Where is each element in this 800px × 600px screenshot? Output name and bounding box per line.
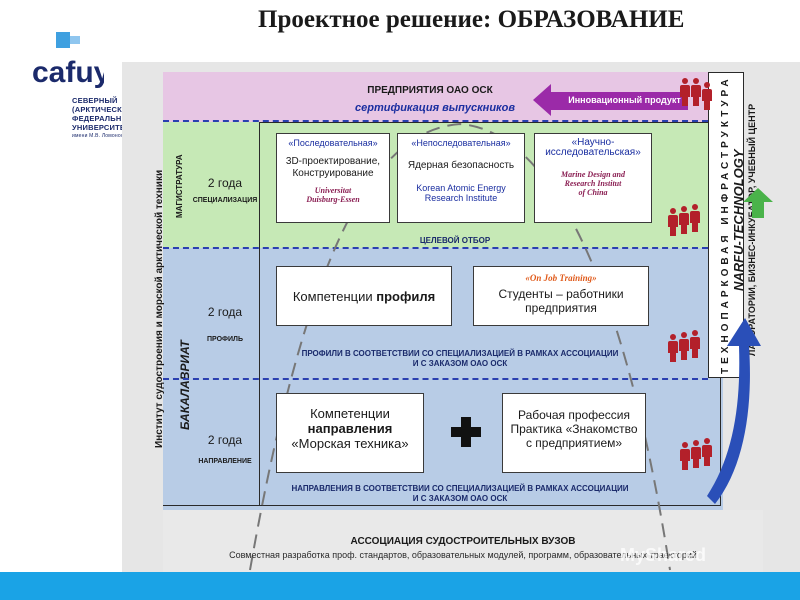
magistracy-type: СПЕЦИАЛИЗАЦИЯ: [192, 197, 258, 204]
direction-type: НАПРАВЛЕНИЕ: [198, 458, 252, 465]
box-text: Студенты – работники: [498, 287, 624, 301]
innovation-label: Инновационный продукт: [568, 95, 681, 105]
box-text: с предприятием»: [525, 436, 623, 450]
people-icon: [668, 330, 708, 362]
innovation-arrow: [533, 84, 688, 116]
research-program-box: «Научно- исследовательская» Marine Desig…: [534, 133, 652, 223]
training-tag: «On Job Training»: [525, 273, 597, 283]
partner-name: Korean Atomic Energy: [416, 183, 506, 193]
partner-name: Duisburg-Essen: [306, 195, 360, 204]
blue-curved-arrow: [707, 318, 761, 504]
partner-name: Universitat: [314, 186, 352, 195]
box-header: «Непоследовательная»: [411, 138, 511, 148]
page-title: Проектное решение: ОБРАЗОВАНИЕ: [258, 6, 685, 33]
box-text: «Морская техника»: [291, 436, 409, 451]
magistracy-years: 2 года: [207, 176, 243, 190]
frame-bottom-line: [163, 505, 721, 506]
profile-competence-box: Компетенции профиля: [276, 266, 452, 326]
university-name: СЕВЕРНЫЙ (АРКТИЧЕСКИЙ) ФЕДЕРАЛЬНЫЙ УНИВЕ…: [72, 96, 136, 141]
separator-line: [163, 247, 708, 249]
narfu-technology-label: NARFU-TECHNOLOGY: [731, 149, 746, 291]
box-text: Конструирование: [292, 168, 374, 179]
box-header: «Последовательная»: [288, 138, 378, 148]
profile-type: ПРОФИЛЬ: [206, 336, 243, 343]
institute-label: Институт судостроения и морской арктичес…: [154, 169, 165, 449]
people-icon: [668, 204, 708, 236]
box-text: Рабочая профессия: [518, 408, 630, 422]
watermark: MyShared: [620, 545, 707, 565]
box-header: исследовательская»: [545, 147, 641, 158]
nonsequential-program-box: «Непоследовательная» Ядерная безопасност…: [397, 133, 525, 223]
magistracy-label: МАГИСТРАТУРА: [175, 154, 184, 218]
box-text: Практика «Знакомство: [510, 422, 638, 436]
direction-note: И С ЗАКАЗОМ ОАО ОСК: [412, 494, 508, 503]
box-text: Компетенции: [310, 406, 390, 421]
separator-line: [163, 378, 708, 380]
box-header: «Научно-: [571, 137, 615, 148]
direction-note: НАПРАВЛЕНИЯ В СООТВЕТСТВИИ СО СПЕЦИАЛИЗА…: [291, 484, 629, 493]
plus-icon: [451, 417, 481, 447]
box-text: Компетенции: [292, 288, 377, 304]
partner-name: Research Institut: [564, 179, 622, 188]
university-line: УНИВЕРСИТЕТ: [72, 123, 130, 132]
university-line: (АРКТИЧЕСКИЙ): [72, 105, 136, 114]
logo-mark-text: cafuy: [32, 56, 104, 89]
certification-text: сертификация выпускников: [355, 102, 515, 114]
association-band: [163, 510, 763, 572]
university-subtitle: имени М.В. Ломоносова: [72, 133, 133, 139]
association-text: Совместная разработка проф. стандартов, …: [229, 550, 697, 560]
on-job-training-box: «On Job Training» Студенты – работники п…: [473, 266, 649, 326]
partner-name: of China: [578, 188, 608, 197]
target-selection-label: ЦЕЛЕВОЙ ОТБОР: [419, 236, 491, 245]
direction-years: 2 года: [207, 433, 243, 447]
box-text: предприятия: [525, 301, 597, 315]
box-text: 3D-проектирование,: [285, 156, 381, 167]
people-icon: [680, 78, 720, 110]
working-profession-box: Рабочая профессия Практика «Знакомство с…: [502, 393, 646, 473]
sequential-program-box: «Последовательная» 3D-проектирование, Ко…: [276, 133, 390, 223]
partner-name: Research Institute: [424, 193, 498, 203]
partner-name: Marine Design and: [560, 170, 625, 179]
box-text-bold: направления: [307, 421, 393, 436]
association-title: АССОЦИАЦИЯ СУДОСТРОИТЕЛЬНЫХ ВУЗОВ: [350, 536, 576, 547]
profile-years: 2 года: [207, 305, 243, 319]
people-icon: [680, 438, 720, 470]
green-up-arrow: [743, 188, 773, 218]
box-text-bold: профиля: [376, 288, 436, 304]
separator-line: [163, 120, 708, 122]
enterprise-title: ПРЕДПРИЯТИЯ ОАО ОСК: [367, 85, 493, 96]
university-line: СЕВЕРНЫЙ: [72, 96, 118, 105]
university-logo: cafuy: [30, 32, 111, 90]
university-line: ФЕДЕРАЛЬНЫЙ: [72, 114, 135, 123]
technopark-column: [708, 72, 744, 378]
profile-note: И С ЗАКАЗОМ ОАО ОСК: [412, 359, 508, 368]
direction-competence-box: Компетенции направления «Морская техника…: [276, 393, 424, 473]
box-text: Ядерная безопасность: [407, 160, 515, 171]
footer-strip: [0, 572, 800, 600]
profile-note: ПРОФИЛИ В СООТВЕТСТВИИ СО СПЕЦИАЛИЗАЦИЕЙ…: [301, 349, 619, 358]
bachelor-label: БАКАЛАВРИАТ: [178, 340, 192, 430]
